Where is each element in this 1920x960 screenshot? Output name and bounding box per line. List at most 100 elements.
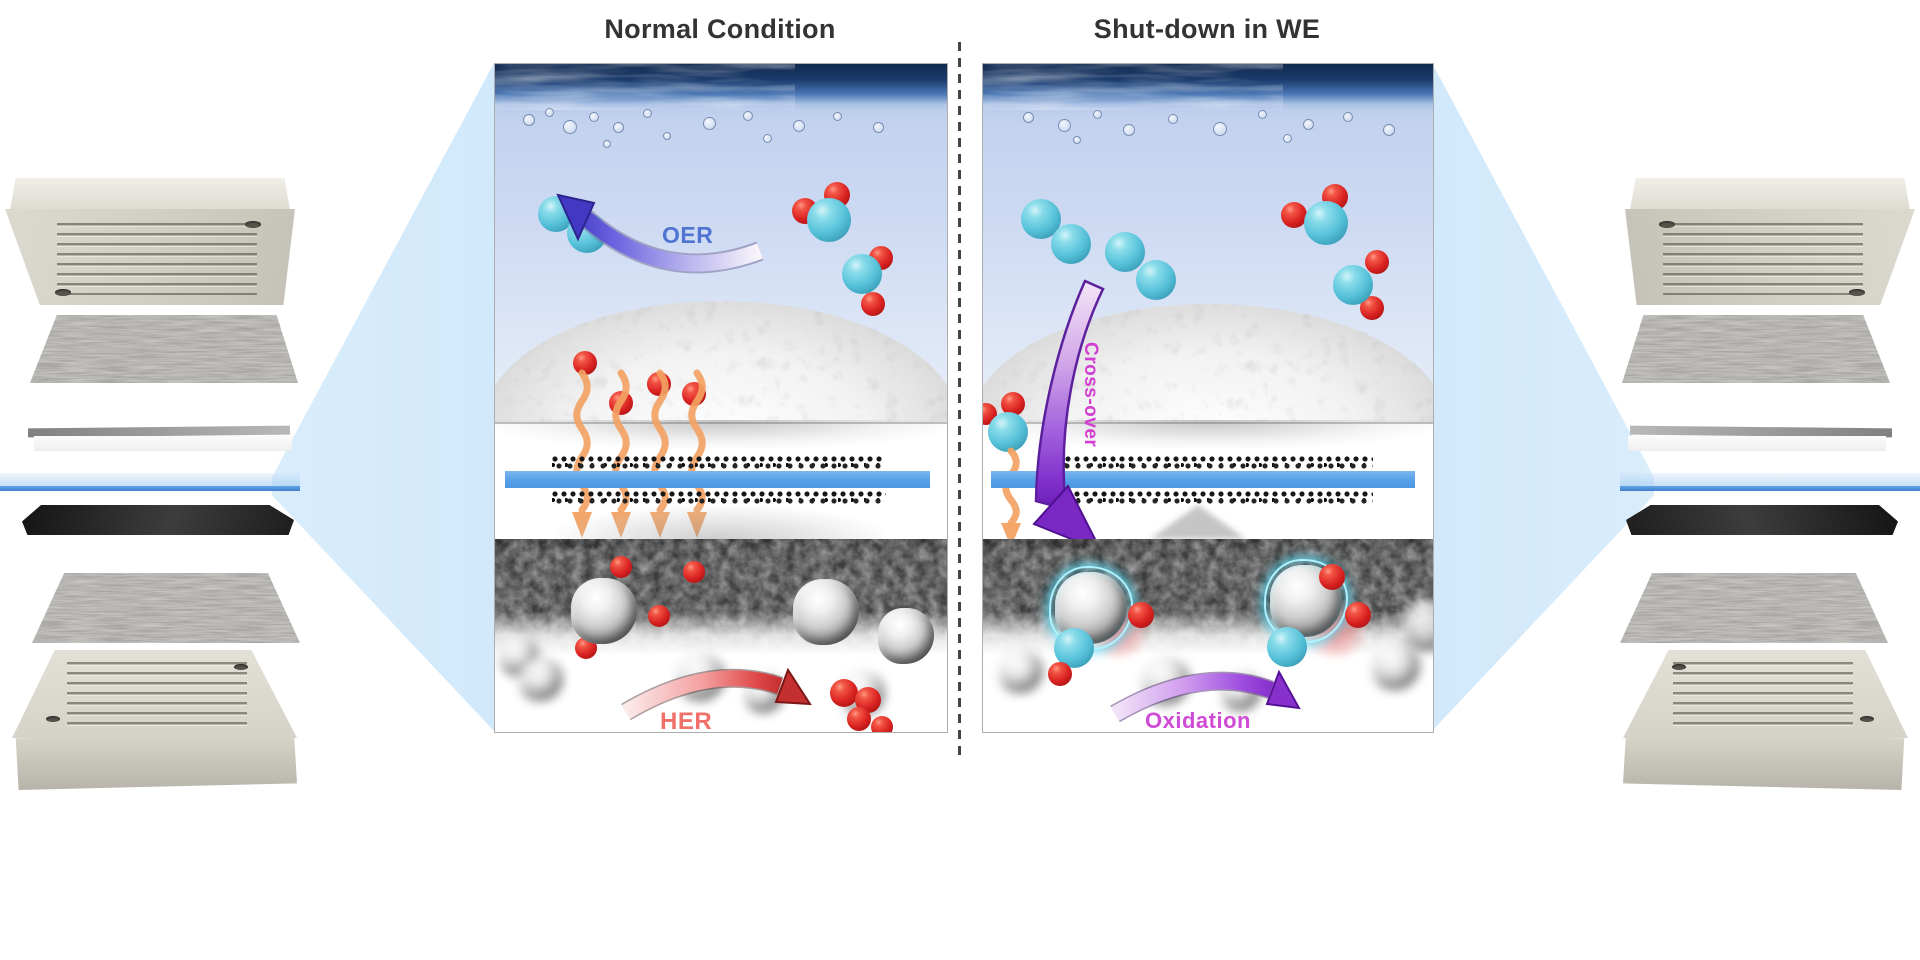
flow-port (234, 664, 248, 670)
flow-port (245, 221, 261, 228)
cathode-layer-shadow-peak (1150, 505, 1246, 539)
bubble (1383, 124, 1395, 136)
flow-port (1672, 664, 1686, 670)
electrode-plate (1626, 505, 1898, 535)
water-molecule-oxygen-atom (988, 412, 1028, 452)
water-molecule-oxygen-atom (807, 198, 851, 242)
catalyst-particle (878, 608, 934, 664)
bubble (793, 120, 805, 132)
membrane-band (991, 471, 1415, 488)
water-molecule-oxygen-atom (1054, 628, 1094, 668)
electrode-plate (22, 505, 294, 535)
proton-sphere (610, 556, 632, 578)
proton-sphere (573, 351, 597, 375)
panel-divider-dashed-line (958, 42, 961, 758)
water-molecule-oxygen-atom (1267, 627, 1307, 667)
bubble (873, 122, 884, 133)
bubble (1168, 114, 1178, 124)
water-surface (495, 64, 947, 110)
catalyst-particle-blurred (519, 657, 563, 701)
bubble (1093, 110, 1102, 119)
water-molecule-hydrogen-atom (1345, 602, 1371, 628)
water-molecule-hydrogen-atom (1281, 202, 1307, 228)
magnifier-beam-left (272, 63, 494, 731)
catalyst-nanoparticle-layer (552, 456, 882, 470)
porous-transport-layer-fiber-felt (30, 315, 298, 383)
flow-plate-top-face (1630, 178, 1910, 210)
catalyst-particle-blurred (999, 649, 1043, 693)
water-surface (983, 64, 1433, 110)
bubble (1023, 112, 1034, 123)
membrane-sheet-edge (1620, 486, 1920, 491)
hydrogen-molecule-atom (830, 679, 858, 707)
membrane-sheet (1620, 473, 1920, 487)
water-molecule-hydrogen-atom (1365, 250, 1389, 274)
panel-shutdown-in-we: Cross-over Ox (982, 63, 1434, 733)
cathode-catalyst-layer (495, 539, 947, 655)
oxygen-molecule-atom (1136, 260, 1176, 300)
membrane-band (505, 471, 930, 488)
bubble (643, 109, 652, 118)
oxygen-molecule-atom (1051, 224, 1091, 264)
proton-transport-arrow (1001, 447, 1021, 547)
catalyst-particle-blurred (1403, 599, 1433, 651)
membrane-sheet (0, 473, 300, 487)
hydrogen-molecule-atom (871, 716, 893, 732)
bubble (663, 132, 671, 140)
water-molecule-hydrogen-atom (1128, 602, 1154, 628)
right-panel-title: Shut-down in WE (1093, 14, 1321, 44)
bubble (703, 117, 716, 130)
bubble (743, 111, 753, 121)
bubble (1343, 112, 1353, 122)
bubble (1303, 119, 1314, 130)
oer-arrow (556, 193, 764, 274)
gasket-sheet-face (34, 436, 292, 451)
catalyst-nanoparticle-layer (1038, 456, 1373, 470)
flow-plate-channels-face (1625, 209, 1915, 305)
flow-plate-bottom-front-face (15, 735, 297, 790)
crossover-arrow (1032, 279, 1105, 553)
bubble (1058, 119, 1071, 132)
water-molecule-hydrogen-atom (1048, 662, 1072, 686)
panel-normal-condition: OER (494, 63, 948, 733)
flow-port (1860, 716, 1874, 722)
her-label: HER (660, 708, 713, 733)
flow-port (46, 716, 60, 722)
catalyst-nanoparticle-layer (1038, 491, 1373, 505)
flow-port (1659, 221, 1675, 228)
porous-transport-layer-fiber-felt (1620, 573, 1888, 643)
porous-transport-layer-fiber-felt (1622, 315, 1890, 383)
bubble (1258, 110, 1267, 119)
bubble (563, 120, 577, 134)
flow-port (55, 289, 71, 296)
proton-sphere (648, 605, 670, 627)
bubble (613, 122, 624, 133)
serpentine-channels (67, 662, 247, 728)
water-molecule-oxygen-atom (842, 254, 882, 294)
cathode-layer-shadow (555, 506, 885, 540)
catalyst-nanoparticle-layer (552, 491, 886, 505)
anode-porous-layer-dome (495, 301, 947, 424)
electrolyzer-stack-right (1620, 140, 1920, 800)
catalyst-particle (571, 578, 637, 644)
bubble (523, 114, 535, 126)
porous-transport-layer-fiber-felt (32, 573, 300, 643)
serpentine-channels (1673, 662, 1853, 728)
serpentine-channels (1663, 223, 1863, 295)
water-molecule-hydrogen-atom (1319, 564, 1345, 590)
bubble (1073, 136, 1081, 144)
flow-plate-top-face (10, 178, 290, 210)
serpentine-channels (57, 223, 257, 295)
membrane-sheet-edge (0, 486, 300, 491)
flow-plate-bottom-channels-face (1623, 650, 1908, 738)
electrolyzer-stack-left (0, 140, 300, 800)
water-molecule-oxygen-atom (1333, 265, 1373, 305)
bubble (589, 112, 599, 122)
catalyst-particle (793, 579, 859, 645)
bubble (763, 134, 772, 143)
flow-port (1849, 289, 1865, 296)
flow-plate-bottom-channels-face (12, 650, 297, 738)
dome-shadow (495, 420, 947, 448)
hydrogen-molecule-atom (847, 707, 871, 731)
